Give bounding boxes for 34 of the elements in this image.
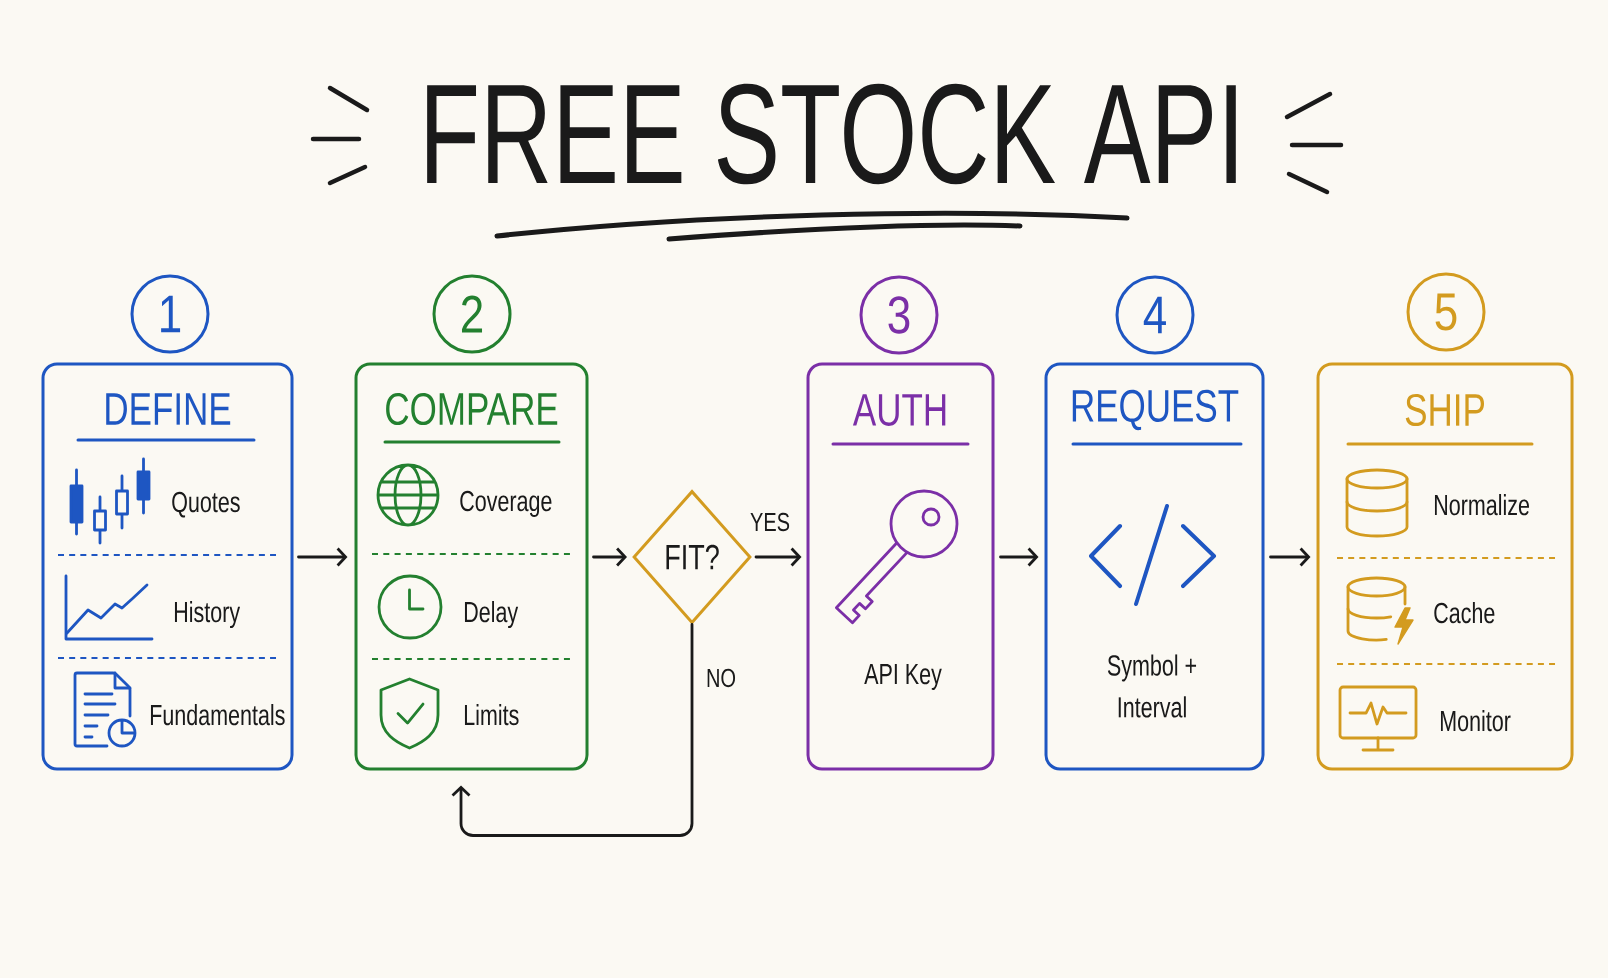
step-card (1044, 362, 1265, 771)
card-heading: COMPARE (386, 392, 558, 426)
item-label: Fundamentals (150, 704, 285, 726)
item-label: Monitor (1440, 710, 1511, 732)
arrow (754, 547, 802, 567)
step-number: 3 (859, 275, 939, 355)
arrow (999, 547, 1039, 567)
card-heading: DEFINE (106, 393, 231, 425)
item-label: Quotes (172, 491, 240, 518)
step-card (41, 362, 294, 771)
arrow (592, 547, 627, 567)
step-card (806, 362, 995, 771)
card-heading: SHIP (1405, 393, 1484, 427)
step-card (354, 362, 589, 771)
title: FREE STOCK API (427, 83, 1236, 185)
item-label: Symbol + Interval (1107, 654, 1197, 718)
item-label: Delay (464, 601, 519, 629)
item-label: Cache (1434, 602, 1495, 624)
item-label: History (174, 601, 241, 629)
step-number: 5 (1406, 272, 1486, 352)
step-card (1316, 362, 1574, 771)
step-number: 2 (432, 274, 512, 354)
item-label: Coverage (460, 490, 552, 518)
step-number: 1 (130, 274, 210, 354)
arrow (297, 547, 348, 567)
item-label: Limits (464, 704, 519, 726)
arrow (451, 623, 694, 837)
item-label: Normalize (1434, 494, 1529, 516)
item-label: API Key (864, 664, 942, 690)
edge-label: NO (704, 666, 738, 690)
card-heading: REQUEST (1072, 389, 1239, 431)
arrow (1269, 547, 1311, 567)
step-number: 4 (1115, 275, 1195, 355)
card-heading: AUTH (852, 394, 946, 426)
